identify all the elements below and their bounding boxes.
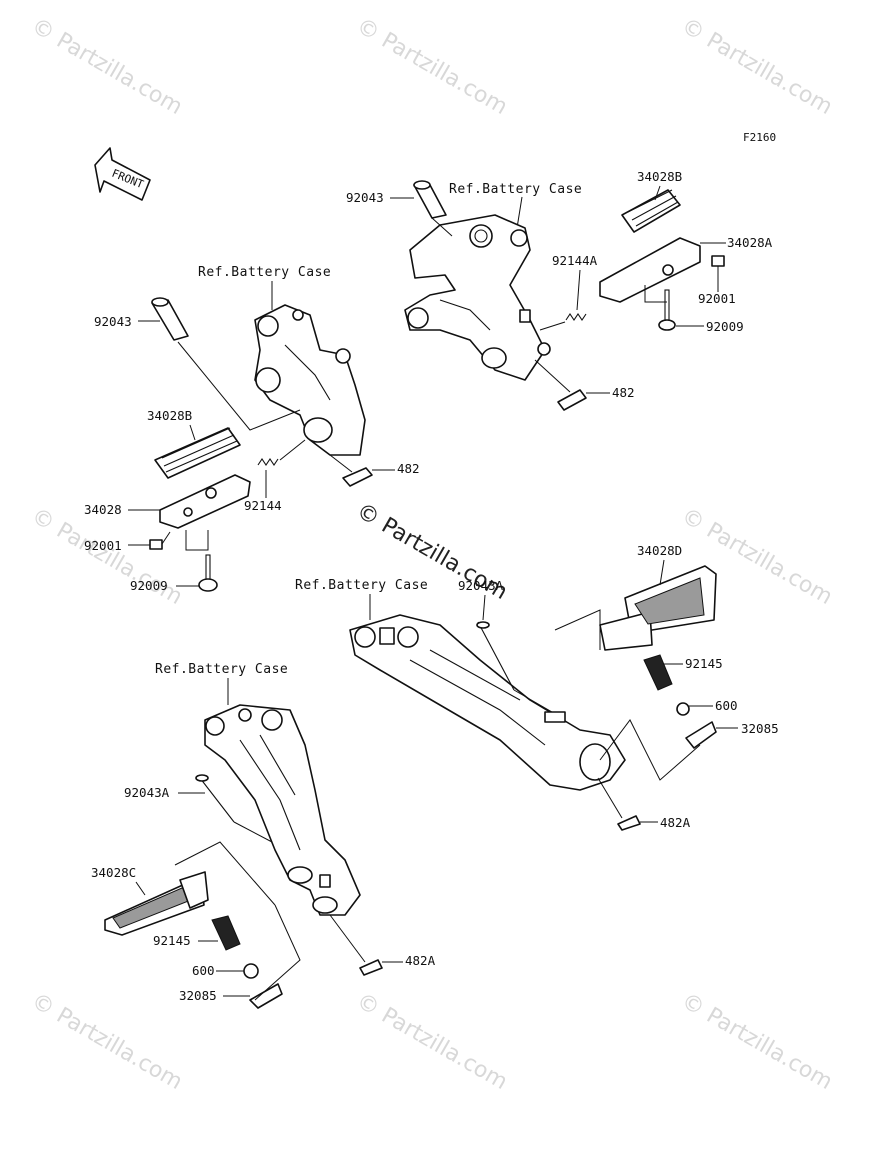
part-label: 92145 xyxy=(685,656,723,671)
part-label: 600 xyxy=(715,698,738,713)
part-label: 600 xyxy=(192,963,215,978)
part-label: 92145 xyxy=(153,933,191,948)
spring-92145 xyxy=(211,915,241,951)
plate-32085 xyxy=(249,983,283,1009)
watermark: © Partzilla.com xyxy=(677,14,837,121)
part-label: 92009 xyxy=(130,578,168,593)
footpeg-34028 xyxy=(159,474,251,529)
part-label: 92009 xyxy=(706,319,744,334)
clip-482A xyxy=(359,959,383,976)
part-label: 92043A xyxy=(124,785,170,800)
watermark: © Partzilla.com xyxy=(27,989,187,1096)
part-label: 34028A xyxy=(727,235,773,250)
bolt-92009 xyxy=(658,289,676,331)
part-label: 92001 xyxy=(84,538,122,553)
part-label: 92144A xyxy=(552,253,598,268)
footpeg-34028A xyxy=(599,237,701,303)
front-arrow-icon: FRONT xyxy=(94,147,151,201)
part-label: 92043 xyxy=(94,314,132,329)
clip-482A xyxy=(617,815,641,831)
footpeg-34028D xyxy=(599,565,717,651)
pin-92043 xyxy=(413,180,447,219)
footpeg-rubber-34028B xyxy=(154,427,241,479)
watermark-group: © Partzilla.com © Partzilla.com © Partzi… xyxy=(27,14,837,1096)
watermark: © Partzilla.com xyxy=(352,14,512,121)
pin-92043A xyxy=(476,621,515,691)
footpeg-34028C xyxy=(104,871,209,936)
ball-600 xyxy=(676,702,690,716)
spring-92144A xyxy=(565,313,587,321)
watermark: © Partzilla.com xyxy=(352,989,512,1096)
upper-left-assembly: Ref.Battery Case 92043 34028B 92144 xyxy=(84,265,420,593)
pin-92043A xyxy=(195,774,235,823)
watermark: © Partzilla.com xyxy=(677,989,837,1096)
part-label: 34028B xyxy=(147,408,192,423)
plate-32085 xyxy=(685,721,717,749)
part-label: 482 xyxy=(612,385,635,400)
ref-label-lower-right: Ref.Battery Case xyxy=(295,578,428,593)
pin-92043 xyxy=(151,297,189,341)
spring-92145 xyxy=(643,654,673,691)
bolt-92001 xyxy=(149,539,163,550)
part-label: 34028C xyxy=(91,865,136,880)
lower-left-assembly: Ref.Battery Case 92043A 34028C xyxy=(91,662,436,1009)
ref-label-lower-left: Ref.Battery Case xyxy=(155,662,288,677)
clip-482 xyxy=(557,389,587,411)
part-label: 482A xyxy=(405,953,436,968)
bolt-92001 xyxy=(711,255,725,267)
ref-label-upper-left: Ref.Battery Case xyxy=(198,265,331,280)
part-label: 92043 xyxy=(346,190,384,205)
part-label: 92001 xyxy=(698,291,736,306)
diagram-code: F2160 xyxy=(743,131,776,144)
lower-right-assembly: Ref.Battery Case 92043A 34028D xyxy=(295,543,779,831)
ball-600 xyxy=(243,963,259,979)
bolt-92009 xyxy=(198,554,218,592)
part-label: 482A xyxy=(660,815,691,830)
upper-right-assembly: Ref.Battery Case 92043 34028B xyxy=(346,169,773,411)
part-label: 92043A xyxy=(458,578,504,593)
part-label: 32085 xyxy=(179,988,217,1003)
part-label: 92144 xyxy=(244,498,282,513)
part-label: 482 xyxy=(397,461,420,476)
part-label: 32085 xyxy=(741,721,779,736)
watermark: © Partzilla.com xyxy=(27,14,187,121)
spring-92144 xyxy=(257,458,279,466)
footpeg-rubber-34028B xyxy=(621,189,681,233)
part-label: 34028D xyxy=(637,543,682,558)
part-label: 34028B xyxy=(637,169,682,184)
ref-label-upper-right: Ref.Battery Case xyxy=(449,182,582,197)
clip-482 xyxy=(342,467,373,487)
part-label: 34028 xyxy=(84,502,122,517)
